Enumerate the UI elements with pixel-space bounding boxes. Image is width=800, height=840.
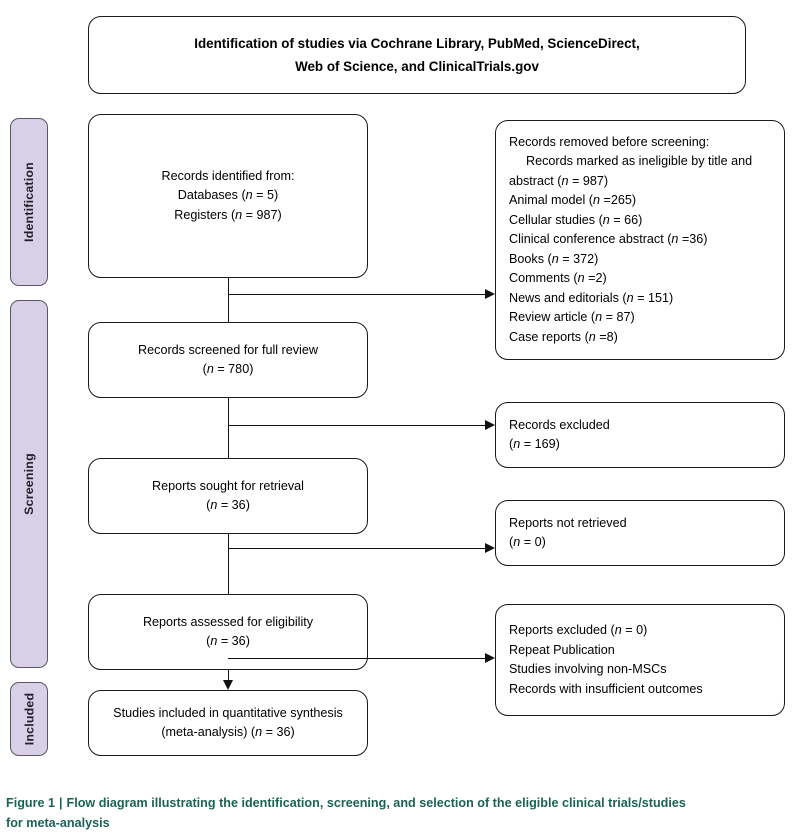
box-records-identified: Records identified from: Databases (n = … (88, 114, 368, 278)
records-removed-item-0: Records marked as ineligible by title an… (526, 154, 753, 169)
box-records-removed-before-screening: Records removed before screening: Record… (495, 120, 785, 360)
box-reports-assessed: Reports assessed for eligibility (n = 36… (88, 594, 368, 670)
header-box: Identification of studies via Cochrane L… (88, 16, 746, 94)
records-excluded-line-2: (n = 169) (509, 437, 560, 451)
branch-to-reports-excluded (228, 658, 485, 659)
records-removed-item-2: Animal model (n =265) (509, 193, 637, 208)
reports-sought-line-1: Reports sought for retrieval (152, 478, 304, 493)
records-removed-item-3: Cellular studies (n = 66) (509, 212, 643, 227)
reports-excluded-line-4: Records with insufficient outcomes (509, 681, 703, 696)
phase-tab-included: Included (10, 682, 48, 756)
connector-assessed-to-included (228, 670, 229, 682)
caption-text-line-1: Flow diagram illustrating the identifica… (66, 796, 686, 810)
records-removed-item-6: Comments (n =2) (509, 271, 607, 286)
box-reports-excluded: Reports excluded (n = 0) Repeat Publicat… (495, 604, 785, 716)
reports-excluded-line-1: Reports excluded (n = 0) (509, 623, 648, 637)
records-identified-line-3: Registers (n = 987) (174, 207, 282, 222)
arrowhead-records-excluded (485, 419, 495, 430)
arrowhead-into-included-box (222, 680, 233, 690)
reports-sought-line-2: (n = 36) (206, 498, 250, 512)
figure-caption: Figure 1 |Flow diagram illustrating the i… (6, 793, 796, 833)
records-removed-item-9: Case reports (n =8) (509, 329, 618, 344)
phase-tab-identification-label: Identification (22, 162, 36, 242)
studies-included-line-1: Studies included in quantitative synthes… (113, 705, 343, 720)
caption-separator: | (59, 796, 63, 810)
phase-tab-identification: Identification (10, 118, 48, 286)
branch-to-records-excluded (228, 425, 485, 426)
caption-text-line-2: for meta-analysis (6, 816, 110, 830)
studies-included-line-2: (meta-analysis) (n = 36) (161, 725, 295, 739)
phase-tab-included-label: Included (22, 692, 37, 746)
connector-identified-to-screened (228, 278, 229, 322)
header-line-1: Identification of studies via Cochrane L… (194, 36, 640, 51)
reports-excluded-line-2: Repeat Publication (509, 642, 615, 657)
connector-screened-to-sought (228, 398, 229, 458)
arrowhead-records-removed (485, 288, 495, 299)
reports-not-retrieved-line-2: (n = 0) (509, 535, 546, 549)
box-records-screened: Records screened for full review (n = 78… (88, 322, 368, 398)
branch-to-reports-not-retrieved (228, 548, 485, 549)
records-identified-line-2: Databases (n = 5) (177, 188, 279, 203)
box-studies-included: Studies included in quantitative synthes… (88, 690, 368, 756)
phase-tab-screening-label: Screening (22, 453, 36, 515)
records-removed-item-4: Clinical conference abstract (n =36) (509, 232, 708, 247)
records-screened-line-1: Records screened for full review (138, 342, 318, 357)
caption-label: Figure 1 (6, 796, 55, 810)
box-reports-not-retrieved: Reports not retrieved (n = 0) (495, 500, 785, 566)
box-records-excluded: Records excluded (n = 169) (495, 402, 785, 468)
reports-not-retrieved-line-1: Reports not retrieved (509, 515, 627, 530)
connector-sought-to-assessed (228, 534, 229, 594)
arrowhead-reports-excluded (485, 652, 495, 663)
arrowhead-reports-not-retrieved (485, 542, 495, 553)
reports-assessed-line-1: Reports assessed for eligibility (142, 614, 314, 629)
records-removed-item-5: Books (n = 372) (509, 251, 599, 266)
records-removed-item-8: Review article (n = 87) (509, 310, 635, 325)
reports-excluded-line-3: Studies involving non-MSCs (509, 662, 667, 676)
records-identified-line-1: Records identified from: (161, 168, 295, 183)
branch-to-records-removed (228, 294, 485, 295)
records-removed-title: Records removed before screening: (509, 134, 710, 149)
reports-assessed-line-2: (n = 36) (206, 634, 250, 648)
records-removed-item-7: News and editorials (n = 151) (509, 290, 674, 305)
records-screened-line-2: (n = 780) (202, 362, 254, 376)
phase-tab-screening: Screening (10, 300, 48, 668)
records-removed-item-1: abstract (n = 987) (509, 173, 609, 188)
box-reports-sought: Reports sought for retrieval (n = 36) (88, 458, 368, 534)
header-line-2: Web of Science, and ClinicalTrials.gov (295, 59, 539, 74)
records-excluded-line-1: Records excluded (509, 417, 610, 432)
